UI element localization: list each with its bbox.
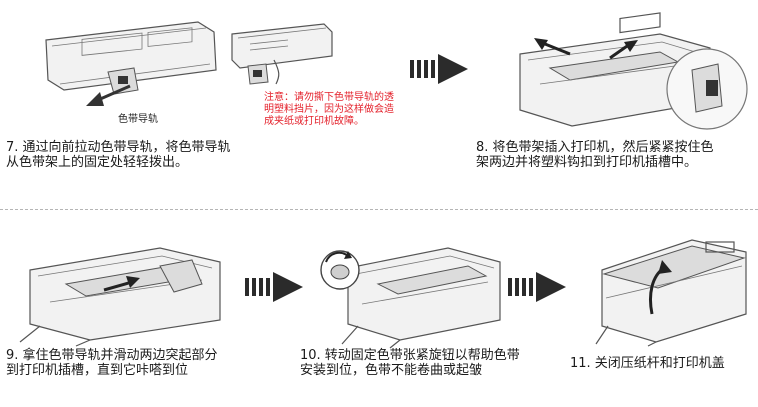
step7-ribbon-cartridge-illustration bbox=[45, 21, 217, 95]
ribbon-guide-label: 色带导轨 bbox=[118, 114, 158, 125]
step7-guide-detached-illustration bbox=[231, 23, 333, 85]
step9-caption: 9. 拿住色带导轨并滑动两边突起部分 到打印机插槽，直到它咔嗒到位 bbox=[6, 348, 218, 378]
step9-printer-illustration bbox=[19, 247, 221, 347]
step8-caption: 8. 将色带架插入打印机，然后紧紧按住色 架两边并将塑料钩扣到打印机插槽中。 bbox=[476, 140, 714, 170]
section-divider bbox=[0, 209, 758, 210]
arrow-right-icon bbox=[410, 54, 468, 84]
step8-zoom-detail-illustration bbox=[666, 48, 748, 130]
cover-close-arrow-icon bbox=[649, 260, 672, 315]
arrow-right-icon bbox=[508, 272, 566, 302]
knob-rotate-icon bbox=[320, 250, 360, 290]
step10-printer-illustration bbox=[341, 247, 501, 349]
step8-printer-illustration bbox=[519, 12, 711, 127]
step11-printer-closed-illustration bbox=[595, 239, 747, 347]
step10-caption: 10. 转动固定色带张紧旋钮以帮助色带 安装到位，色带不能卷曲或起皱 bbox=[300, 348, 520, 378]
step7-warning-note: 注意：请勿撕下色带导轨的透 明塑料挡片，因为这样做会造 成夹纸或打印机故障。 bbox=[264, 92, 394, 127]
arrow-right-icon bbox=[245, 272, 303, 302]
step11-caption: 11. 关闭压纸杆和打印机盖 bbox=[570, 356, 725, 371]
arrow-left-pull-icon bbox=[86, 84, 131, 106]
step7-caption: 7. 通过向前拉动色带导轨，将色带导轨 从色带架上的固定处轻轻拨出。 bbox=[6, 140, 231, 170]
